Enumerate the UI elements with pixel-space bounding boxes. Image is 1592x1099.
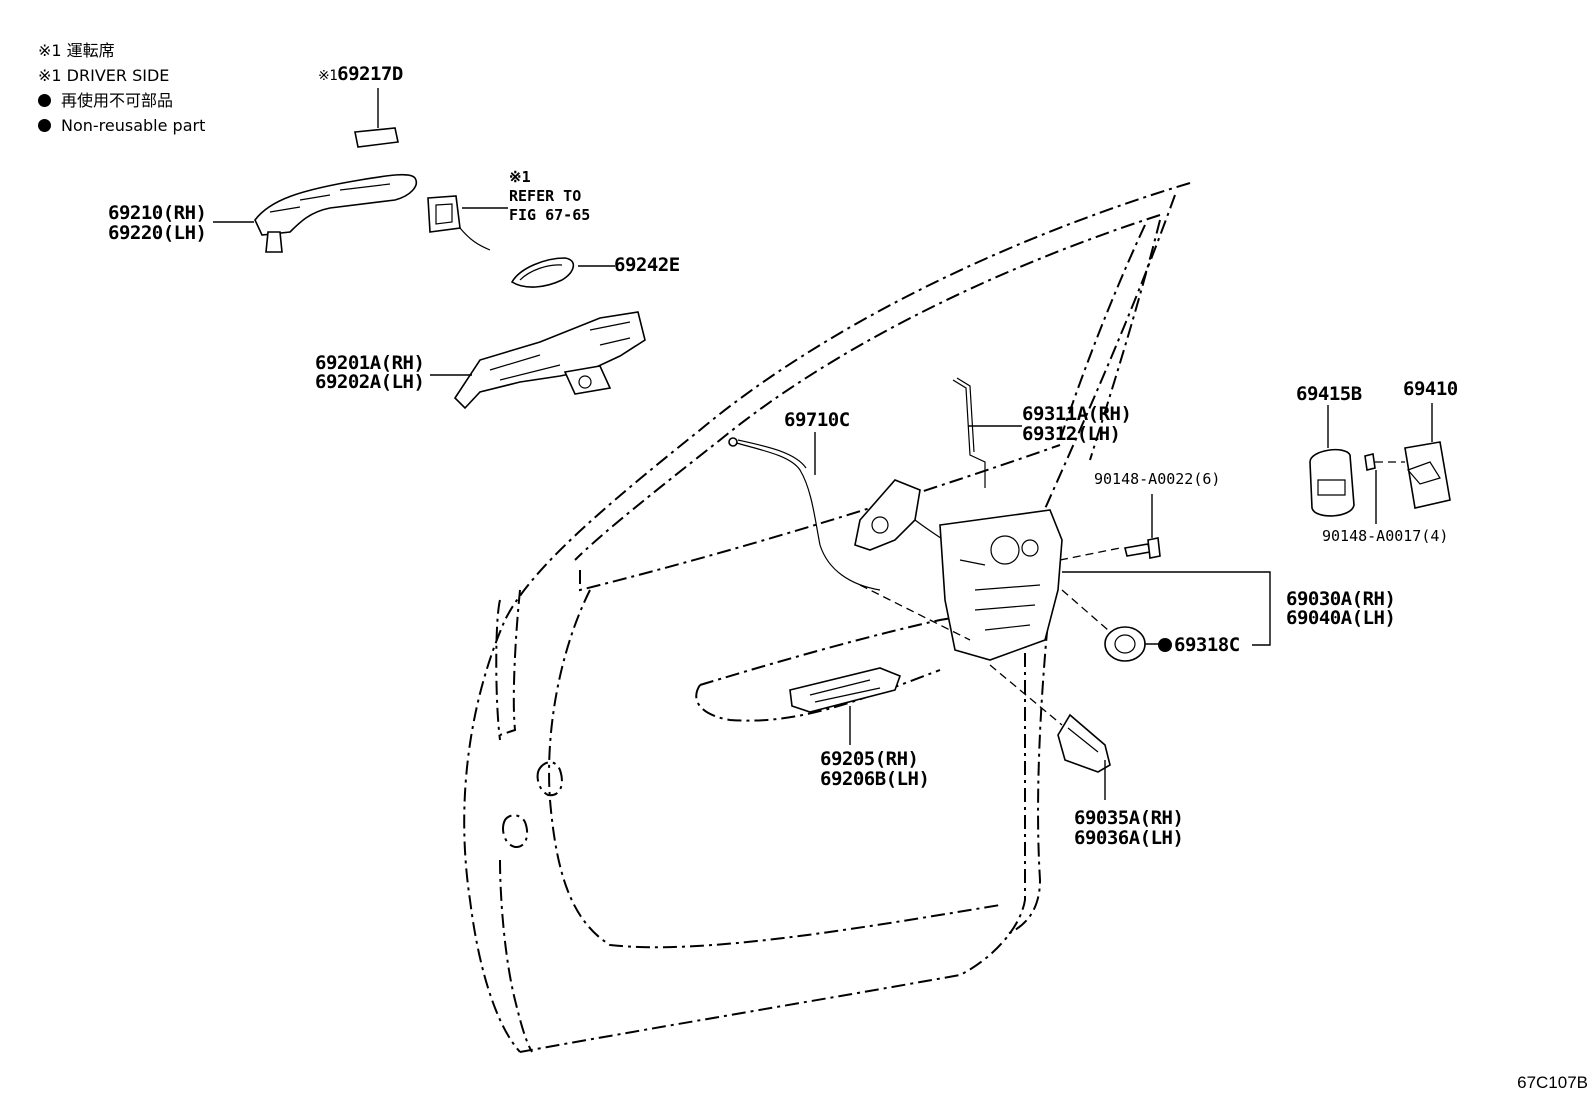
part-69415B-striker-cover: [1309, 405, 1355, 517]
part-69710C-cable: [728, 432, 881, 591]
label-69242E[interactable]: 69242E: [614, 254, 680, 276]
figure-code: 67C107B: [1517, 1073, 1588, 1092]
part-69410-striker: [1364, 403, 1451, 524]
ref-line1: REFER TO: [509, 187, 582, 205]
label-69311A[interactable]: 69311A(RH): [1022, 403, 1132, 425]
legend-driver-side: ※1 DRIVER SIDE: [38, 66, 170, 85]
label-69205[interactable]: 69205(RH): [820, 748, 919, 770]
label-69217D-text: 69217D: [337, 63, 403, 85]
assembly-leaders: [859, 547, 1121, 726]
part-69030A-door-lock: [939, 509, 1271, 661]
label-69710C[interactable]: 69710C: [784, 409, 850, 431]
part-69201A-handle-frame: [430, 311, 646, 410]
label-69220[interactable]: 69220(LH): [108, 222, 207, 244]
ref-mark: ※1: [509, 168, 531, 186]
part-69205-inside-handle: [789, 667, 902, 745]
label-69201A[interactable]: 69201A(RH): [315, 352, 425, 374]
part-69318C-seal: [1104, 626, 1162, 662]
legend: ※1 運転席 ※1 DRIVER SIDE 再使用不可部品 Non-reusab…: [38, 38, 205, 138]
part-69242E-gasket: [510, 257, 615, 288]
part-lock-cylinder: [427, 195, 508, 251]
label-69206B[interactable]: 69206B(LH): [820, 768, 930, 790]
label-69318C-text: 69318C: [1174, 634, 1240, 656]
nonreusable-bullet-icon: [38, 94, 51, 107]
nonreusable-bullet-icon: [38, 119, 51, 132]
ref-line2[interactable]: FIG 67-65: [509, 206, 591, 224]
label-69410[interactable]: 69410: [1403, 378, 1458, 400]
label-69312[interactable]: 69312(LH): [1022, 423, 1121, 445]
part-69035A-cover: [1057, 713, 1111, 800]
label-90148-A0022[interactable]: 90148-A0022(6): [1094, 470, 1221, 488]
label-69030A[interactable]: 69030A(RH): [1286, 588, 1396, 610]
legend-nonreusable: Non-reusable part: [38, 113, 205, 138]
label-69035A[interactable]: 69035A(RH): [1074, 807, 1184, 829]
part-69210-outside-handle: [213, 173, 417, 253]
nonreusable-dot-icon: [1158, 638, 1172, 652]
label-69217D[interactable]: ※169217D: [318, 64, 403, 86]
label-69202A[interactable]: 69202A(LH): [315, 371, 425, 393]
label-69318C[interactable]: 69318C: [1158, 635, 1240, 655]
part-69217D-cap: [354, 88, 399, 148]
door-frame-outline: [463, 182, 1191, 1053]
driver-side-mark: ※1: [318, 68, 338, 84]
label-69210[interactable]: 69210(RH): [108, 202, 207, 224]
legend-nonreusable-jp: 再使用不可部品: [38, 88, 205, 113]
legend-nonreusable-jp-text: 再使用不可部品: [61, 91, 174, 110]
label-90148-A0017[interactable]: 90148-A0017(4): [1322, 527, 1449, 545]
label-69040A[interactable]: 69040A(LH): [1286, 607, 1396, 629]
part-90148-A0022-screw: [1124, 494, 1161, 559]
part-actuator: [854, 479, 951, 551]
label-69415B[interactable]: 69415B: [1296, 383, 1362, 405]
part-69311A-rod: [952, 377, 1022, 488]
legend-nonreusable-text: Non-reusable part: [61, 116, 206, 135]
label-69036A[interactable]: 69036A(LH): [1074, 827, 1184, 849]
legend-driver-side-jp: ※1 運転席: [38, 41, 115, 60]
